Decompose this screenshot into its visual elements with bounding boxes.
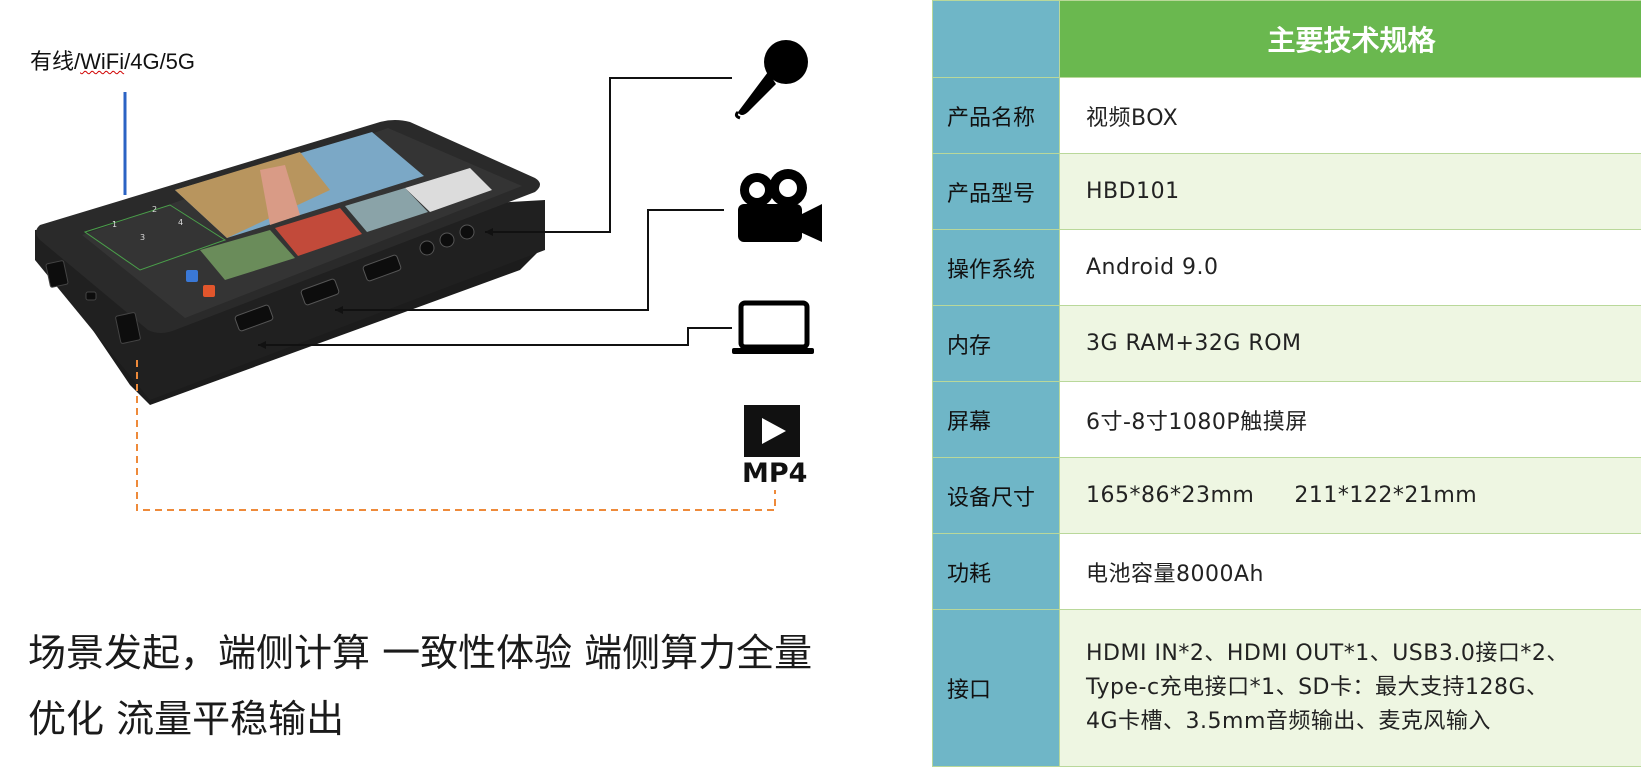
microphone-icon — [736, 40, 808, 118]
spec-table: 主要技术规格 产品名称 视频BOX 产品型号 HBD101 操作系统 Andro… — [932, 0, 1641, 767]
laptop-icon — [732, 303, 814, 354]
spec-row: 产品名称 视频BOX — [933, 78, 1641, 154]
svg-text:1: 1 — [112, 220, 117, 229]
mp4-connector-line — [137, 360, 775, 510]
dimension-package: 211*122*21mm — [1294, 483, 1477, 508]
caption-line-2: 优化 流量平稳输出 — [28, 686, 828, 752]
spec-value: HBD101 — [1060, 154, 1641, 230]
interface-line: 4G卡槽、3.5mm音频输出、麦克风输入 — [1086, 705, 1641, 739]
caption-line-1: 场景发起，端侧计算 一致性体验 端侧算力全量 — [28, 620, 828, 686]
spec-value: 视频BOX — [1060, 78, 1641, 154]
video-camera-icon — [738, 169, 822, 242]
spec-value: 3G RAM+32G ROM — [1060, 306, 1641, 382]
interface-line: HDMI IN*2、HDMI OUT*1、USB3.0接口*2、 — [1086, 637, 1641, 671]
spec-row: 设备尺寸 165*86*23mm 211*122*21mm — [933, 458, 1641, 534]
svg-text:3: 3 — [140, 233, 145, 242]
svg-text:2: 2 — [152, 205, 157, 214]
spec-row: 内存 3G RAM+32G ROM — [933, 306, 1641, 382]
spec-row: 屏幕 6寸-8寸1080P触摸屏 — [933, 382, 1641, 458]
spec-label: 产品名称 — [933, 78, 1060, 154]
spec-value: HDMI IN*2、HDMI OUT*1、USB3.0接口*2、 Type-c充… — [1060, 610, 1641, 767]
spec-label: 功耗 — [933, 534, 1060, 610]
spec-value: 165*86*23mm 211*122*21mm — [1060, 458, 1641, 534]
spec-value: 电池容量8000Ah — [1060, 534, 1641, 610]
spec-label: 操作系统 — [933, 230, 1060, 306]
svg-text:4: 4 — [178, 218, 183, 227]
spec-value: 6寸-8寸1080P触摸屏 — [1060, 382, 1641, 458]
spec-row: 功耗 电池容量8000Ah — [933, 534, 1641, 610]
spec-value: Android 9.0 — [1060, 230, 1641, 306]
spec-label: 接口 — [933, 610, 1060, 767]
spec-row: 操作系统 Android 9.0 — [933, 230, 1641, 306]
video-box-device: 1 2 3 4 — [35, 120, 545, 405]
spec-label: 内存 — [933, 306, 1060, 382]
spec-header-blank — [933, 1, 1060, 78]
spec-label: 屏幕 — [933, 382, 1060, 458]
interface-line: Type-c充电接口*1、SD卡：最大支持128G、 — [1086, 671, 1641, 705]
caption: 场景发起，端侧计算 一致性体验 端侧算力全量 优化 流量平稳输出 — [28, 620, 828, 752]
spec-row: 产品型号 HBD101 — [933, 154, 1641, 230]
mp4-label: MP4 — [742, 458, 807, 489]
spec-label: 产品型号 — [933, 154, 1060, 230]
spec-title: 主要技术规格 — [1060, 1, 1641, 78]
dimension-device: 165*86*23mm — [1086, 483, 1254, 508]
spec-row: 接口 HDMI IN*2、HDMI OUT*1、USB3.0接口*2、 Type… — [933, 610, 1641, 767]
spec-label: 设备尺寸 — [933, 458, 1060, 534]
play-mp4-icon — [744, 405, 800, 457]
